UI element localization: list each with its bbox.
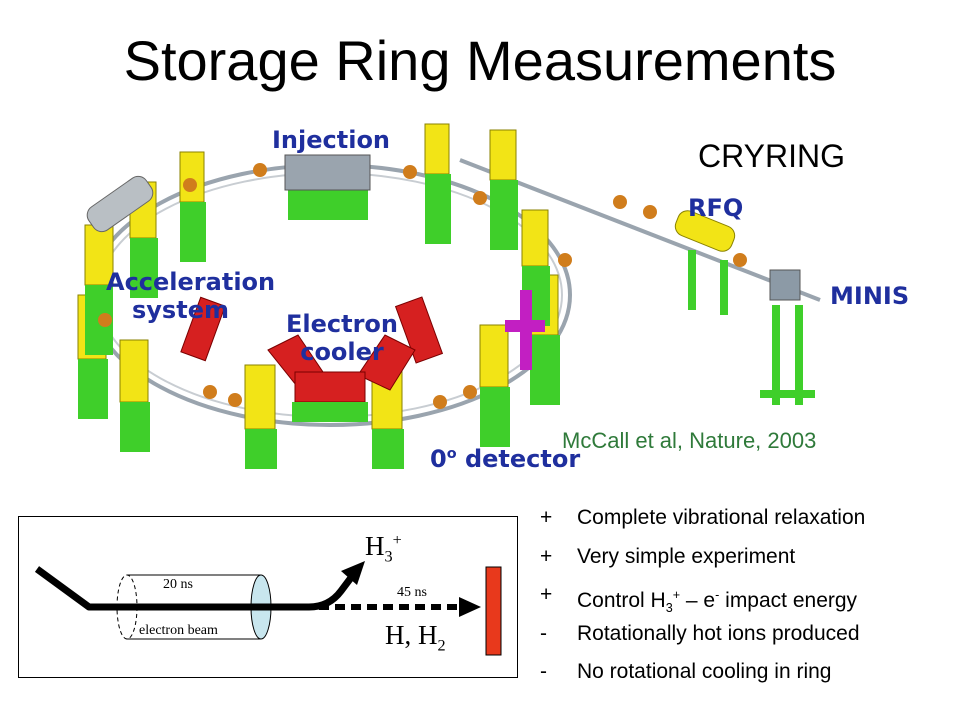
- bullet-text-mid: – e: [680, 589, 716, 612]
- cryring-label: CRYRING: [698, 138, 845, 174]
- label-detector-text: detector: [464, 445, 581, 473]
- h-h2-label: H, H2: [385, 620, 446, 655]
- bullet-mark: -: [540, 660, 547, 683]
- label-minis: MINIS: [830, 282, 910, 310]
- minis-module: [760, 269, 815, 405]
- detector-plate: [485, 566, 502, 656]
- bullet-item: - Rotationally hot ions produced: [532, 616, 957, 655]
- bullet-item: +Control H3+ – e- impact energy: [532, 577, 957, 616]
- h-h2-label-sub: 2: [437, 636, 446, 655]
- rfq-module: [674, 210, 736, 315]
- label-rfq: RFQ: [688, 194, 744, 222]
- injection-module: [284, 154, 371, 191]
- label-acceleration-system: Acceleration system: [106, 268, 275, 324]
- bullet-item: - No rotational cooling in ring: [532, 654, 957, 693]
- injection-line: [459, 158, 821, 302]
- bullet-item: + Very simple experiment: [532, 539, 957, 578]
- beam-diagram-drawing: [34, 561, 502, 656]
- quadrupoles: [98, 163, 747, 409]
- h3-label-sub: 3: [384, 547, 393, 566]
- label-zero-degree-detector: 0o detector: [430, 440, 580, 473]
- bullet-text: Rotationally hot ions produced: [577, 621, 860, 645]
- label-electron-cooler-line2: cooler: [300, 338, 384, 366]
- h3-plus-label: H3+: [365, 531, 402, 566]
- label-acceleration-line1: Acceleration: [106, 268, 276, 296]
- slide-title: Storage Ring Measurements: [123, 29, 837, 92]
- bullet-text-sub: 3: [665, 601, 673, 616]
- h3-label-base: H: [365, 531, 385, 561]
- cryring-illustration: Injection RFQ MINIS Acceleration system …: [60, 110, 909, 480]
- label-detector-zero: 0: [430, 445, 447, 473]
- bullet-text-pre: Control H: [577, 589, 666, 612]
- label-injection: Injection: [272, 126, 391, 154]
- support-stands: [78, 174, 560, 469]
- bullet-text: No rotational cooling in ring: [577, 660, 832, 683]
- electron-cooler: [267, 334, 416, 422]
- bullet-mark: +: [540, 506, 553, 529]
- magenta-component: [505, 290, 545, 370]
- beam-diagram: H3+ H, H2 20 ns 45 ns electron beam: [18, 516, 518, 678]
- bullet-mark: +: [540, 583, 553, 606]
- time-45ns-label: 45 ns: [397, 585, 427, 600]
- bullet-text-post: impact energy: [719, 589, 858, 612]
- red-magnet-left: [180, 296, 226, 362]
- h-h2-label-base: H, H: [385, 620, 438, 650]
- label-detector-degree: o: [446, 446, 457, 462]
- bullet-text: Very simple experiment: [577, 544, 796, 568]
- electron-beam-label: electron beam: [139, 623, 218, 638]
- bullet-list: + Complete vibrational relaxation + Very s…: [532, 500, 957, 693]
- bullet-mark: +: [540, 544, 553, 568]
- h3-arrow-head: [341, 561, 365, 585]
- time-20ns-label: 20 ns: [163, 577, 193, 592]
- red-magnet-right: [394, 296, 444, 364]
- bullet-text-sup2: -: [715, 588, 720, 602]
- left-cylinder: [86, 175, 154, 233]
- bullet-text: Complete vibrational relaxation: [577, 506, 866, 529]
- bullet-mark: -: [540, 621, 547, 645]
- bullet-text-sup: +: [672, 588, 681, 602]
- citation: McCall et al, Nature, 2003: [562, 428, 817, 453]
- label-electron-cooler-line1: Electron: [285, 310, 398, 338]
- label-electron-cooler: Electron cooler: [282, 310, 402, 366]
- bullet-item: + Complete vibrational relaxation: [532, 500, 957, 539]
- ion-beam-path: [34, 566, 356, 611]
- h3-label-sup: +: [392, 531, 402, 549]
- neutral-arrow-head: [459, 597, 481, 617]
- label-acceleration-line2: system: [132, 296, 229, 324]
- ring-drawing: [77, 123, 821, 469]
